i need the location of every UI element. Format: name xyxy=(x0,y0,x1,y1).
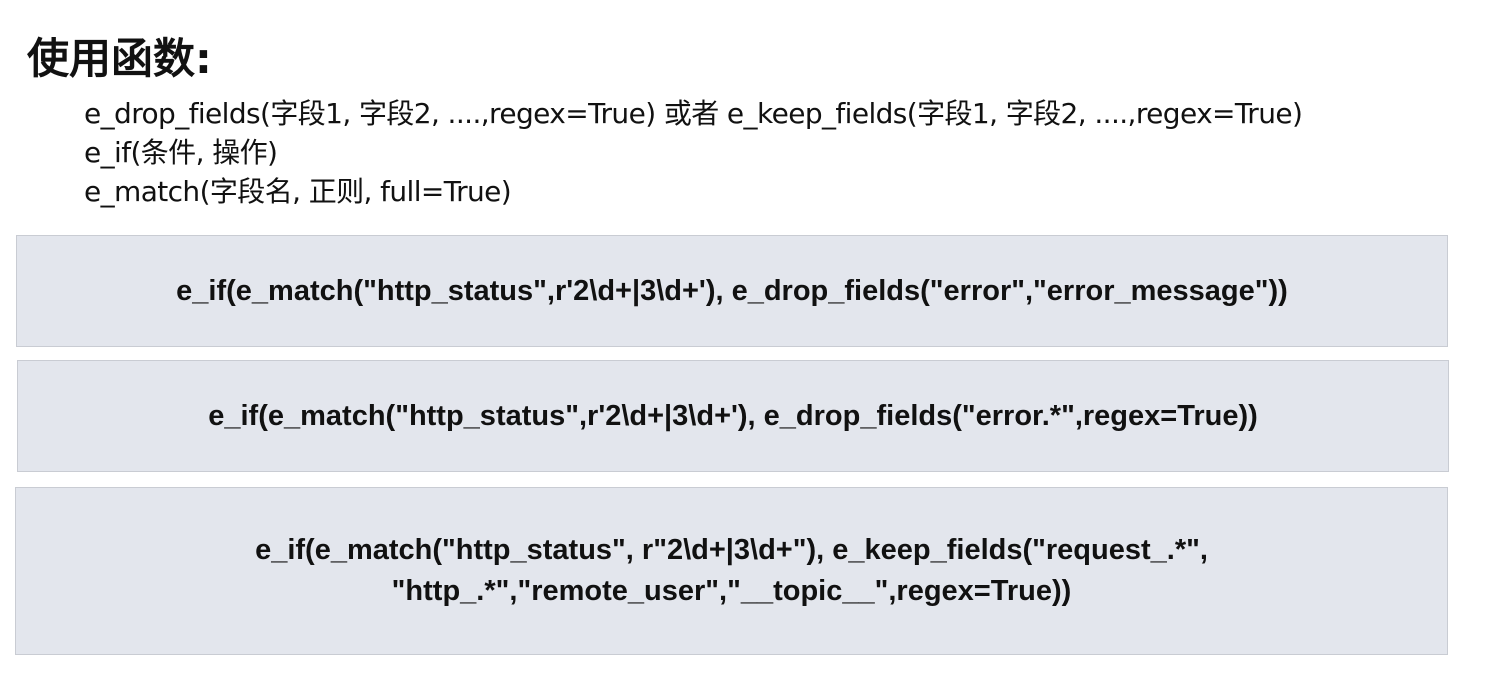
signature-e-match: e_match(字段名, 正则, full=True) xyxy=(84,175,512,208)
example-code-line: e_if(e_match("http_status", r"2\d+|3\d+"… xyxy=(255,534,1208,567)
example-code-line: e_if(e_match("http_status",r'2\d+|3\d+')… xyxy=(208,399,1258,432)
section-heading: 使用函数: xyxy=(27,34,212,83)
example-box-drop-fields: e_if(e_match("http_status",r'2\d+|3\d+')… xyxy=(16,235,1448,347)
example-box-keep-fields-regex: e_if(e_match("http_status", r"2\d+|3\d+"… xyxy=(15,487,1448,655)
example-box-drop-fields-regex: e_if(e_match("http_status",r'2\d+|3\d+')… xyxy=(17,360,1449,472)
signature-drop-keep-fields: e_drop_fields(字段1, 字段2, ....,regex=True)… xyxy=(84,97,1303,130)
example-code-line: e_if(e_match("http_status",r'2\d+|3\d+')… xyxy=(176,274,1288,307)
example-code-line: "http_.*","remote_user","__topic__",rege… xyxy=(391,575,1072,607)
signature-e-if: e_if(条件, 操作) xyxy=(84,136,278,169)
function-signature-list: e_drop_fields(字段1, 字段2, ....,regex=True)… xyxy=(84,94,1303,211)
